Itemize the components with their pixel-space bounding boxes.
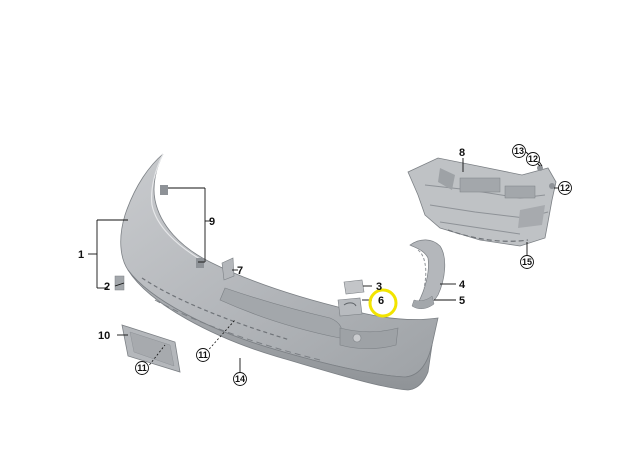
callout-14-label: 14 (235, 374, 245, 384)
callout-14: 14 (233, 372, 247, 386)
callout-2: 2 (104, 281, 110, 293)
callout-11-lower: 11 (135, 361, 149, 375)
callout-4: 4 (459, 279, 466, 291)
callout-12-upper-label: 12 (528, 154, 538, 164)
callout-5: 5 (459, 295, 465, 307)
callout-8: 8 (459, 147, 465, 159)
callout-13-label: 13 (514, 146, 524, 156)
callout-10: 10 (98, 330, 110, 342)
callout-12-lower: 12 (558, 181, 572, 195)
callout-12-upper: 12 (526, 152, 540, 166)
callout-11-upper-label: 11 (198, 350, 208, 360)
clip-part-7 (221, 257, 235, 281)
callout-11-lower-label: 11 (137, 363, 147, 373)
license-plate-bracket-part-10 (121, 324, 181, 373)
bumper-cover (120, 153, 439, 391)
callout-6: 6 (378, 295, 384, 307)
callout-15: 15 (520, 255, 534, 269)
carrier-part-8 (407, 157, 557, 247)
callout-15-label: 15 (522, 257, 532, 267)
callout-13: 13 (512, 144, 526, 158)
highlight-ring (368, 288, 398, 318)
callout-12-lower-label: 12 (560, 183, 570, 193)
cover-part-6 (337, 297, 363, 317)
callout-7: 7 (237, 265, 243, 277)
callout-1: 1 (78, 249, 84, 261)
side-bracket-part-4 (409, 239, 446, 309)
callout-3: 3 (376, 281, 382, 293)
callout-9: 9 (209, 216, 215, 228)
plate-part-3 (343, 279, 365, 295)
callout-11-upper: 11 (196, 348, 210, 362)
